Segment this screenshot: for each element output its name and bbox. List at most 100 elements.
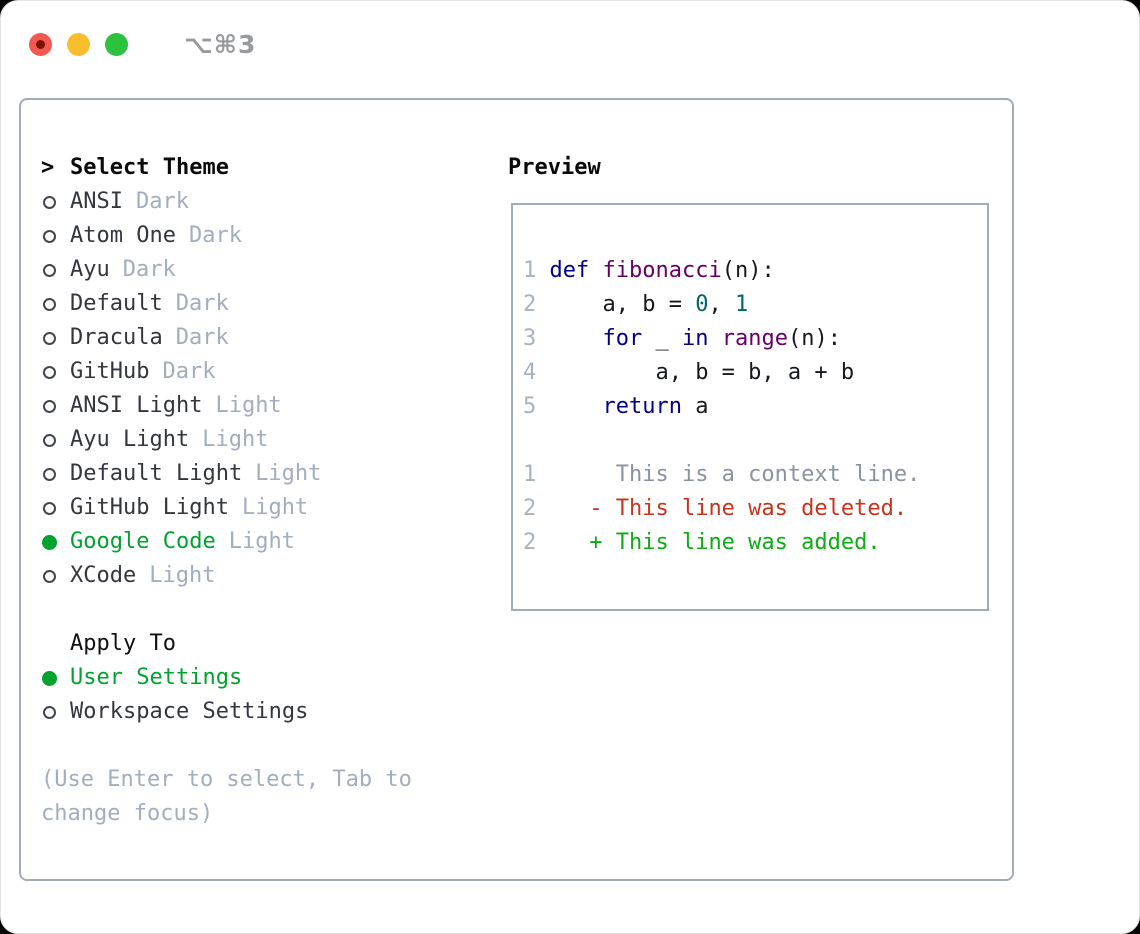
radio-marker-column: [41, 501, 70, 515]
diff-block: 1 This is a context line.2 - This line w…: [523, 458, 987, 560]
token-num: 0: [695, 292, 709, 317]
theme-option-google-code[interactable]: Google Code Light: [41, 525, 412, 559]
theme-variant-tag: Light: [228, 529, 295, 554]
radio-unselected-icon: [43, 297, 56, 311]
diff-line: 1 This is a context line.: [523, 458, 987, 492]
theme-variant-tag: Light: [215, 393, 282, 418]
radio-unselected-icon: [43, 229, 56, 243]
theme-option-label: GitHub: [70, 359, 150, 384]
token-pl: [550, 394, 603, 419]
theme-option-default-light[interactable]: Default Light Light: [41, 457, 412, 491]
apply-option-user-settings[interactable]: User Settings: [41, 661, 412, 695]
diff-line: 2 - This line was deleted.: [523, 492, 987, 526]
token-ln: 2: [523, 496, 550, 521]
theme-option-github[interactable]: GitHub Dark: [41, 355, 412, 389]
spacer: [41, 729, 412, 763]
theme-variant-tag: Light: [202, 427, 269, 452]
radio-marker-column: [41, 297, 70, 311]
radio-unselected-icon: [43, 467, 56, 481]
minimize-button[interactable]: [67, 32, 90, 56]
theme-option-label: Ayu Light: [70, 427, 190, 452]
radio-marker-column: [41, 569, 70, 583]
theme-option-ayu-light[interactable]: Ayu Light Light: [41, 423, 412, 457]
code-line: 2 a, b = 0, 1: [523, 288, 987, 322]
theme-option-dracula[interactable]: Dracula Dark: [41, 321, 412, 355]
radio-unselected-icon: [43, 263, 56, 277]
apply-option-label: User Settings: [70, 665, 243, 690]
theme-option-xcode[interactable]: XCode Light: [41, 559, 412, 593]
token-pl: [708, 326, 721, 351]
token-kw: def: [549, 258, 590, 283]
theme-variant-tag: Dark: [162, 359, 216, 384]
token-kw: for: [602, 326, 643, 351]
radio-marker-column: [41, 229, 70, 243]
diff-line: 2 + This line was added.: [523, 526, 987, 560]
radio-unselected-icon: [43, 195, 56, 209]
token-pl: [550, 326, 603, 351]
theme-option-label: ANSI Light: [70, 393, 203, 418]
theme-option-label: Ayu: [70, 257, 110, 282]
radio-marker-column: [41, 365, 70, 379]
token-pl: a: [681, 394, 709, 419]
radio-unselected-icon: [43, 501, 56, 515]
theme-variant-tag: Dark: [175, 291, 229, 316]
token-pl: (n):: [721, 258, 775, 283]
close-button[interactable]: [29, 32, 52, 56]
keyboard-shortcut-label: ⌥⌘3: [184, 29, 257, 59]
help-text-line-2: change focus): [41, 801, 214, 826]
radio-marker-column: [41, 433, 70, 447]
theme-option-label: Default: [70, 291, 163, 316]
token-fn: fibonacci: [602, 258, 722, 283]
token-pl: [589, 258, 602, 283]
theme-option-label: GitHub Light: [70, 495, 229, 520]
token-pl: a, b = b, a + b: [549, 360, 855, 385]
maximize-button[interactable]: [105, 32, 128, 56]
blank-code-line: [523, 424, 987, 458]
token-ln: 3: [523, 326, 550, 351]
cursor-marker-column: >: [41, 151, 70, 185]
radio-marker-column: [41, 331, 70, 345]
theme-variant-tag: Dark: [135, 189, 189, 214]
apply-option-workspace-settings[interactable]: Workspace Settings: [41, 695, 412, 729]
theme-variant-tag: Light: [241, 495, 309, 520]
theme-variant-tag: Light: [255, 461, 322, 486]
token-pl: a, b =: [549, 292, 696, 317]
help-text-line-1: (Use Enter to select, Tab to: [41, 767, 412, 792]
unsaved-changes-dot: [36, 39, 45, 49]
theme-option-label: XCode: [70, 563, 137, 588]
token-del: - This line was deleted.: [549, 496, 908, 521]
token-ln: 1: [523, 462, 550, 487]
titlebar: ⌥⌘3: [1, 1, 1139, 61]
radio-selected-icon: [42, 534, 57, 550]
code-line: 3 for _ in range(n):: [523, 322, 987, 356]
code-line: 5 return a: [523, 390, 987, 424]
select-theme-heading-row: > Select Theme: [41, 151, 412, 185]
cursor-icon: >: [41, 155, 55, 180]
theme-option-label: Default Light: [70, 461, 243, 486]
theme-option-label: Atom One: [70, 223, 176, 248]
theme-option-default[interactable]: Default Dark: [41, 287, 412, 321]
theme-variant-tag: Dark: [175, 325, 229, 350]
theme-option-ansi-light[interactable]: ANSI Light Light: [41, 389, 412, 423]
theme-option-label: Google Code: [70, 529, 216, 554]
token-fn: range: [721, 326, 788, 351]
token-pl: _: [642, 326, 682, 351]
theme-variant-tag: Light: [149, 563, 216, 588]
code-line: 1 def fibonacci(n):: [523, 254, 987, 288]
token-kw: return: [602, 394, 682, 419]
radio-marker-column: [41, 263, 70, 277]
preview-heading: Preview: [508, 155, 601, 180]
theme-option-github-light[interactable]: GitHub Light Light: [41, 491, 412, 525]
theme-option-label: Dracula: [70, 325, 163, 350]
radio-unselected-icon: [43, 705, 56, 719]
radio-marker-column: [41, 467, 70, 481]
radio-unselected-icon: [43, 365, 56, 379]
